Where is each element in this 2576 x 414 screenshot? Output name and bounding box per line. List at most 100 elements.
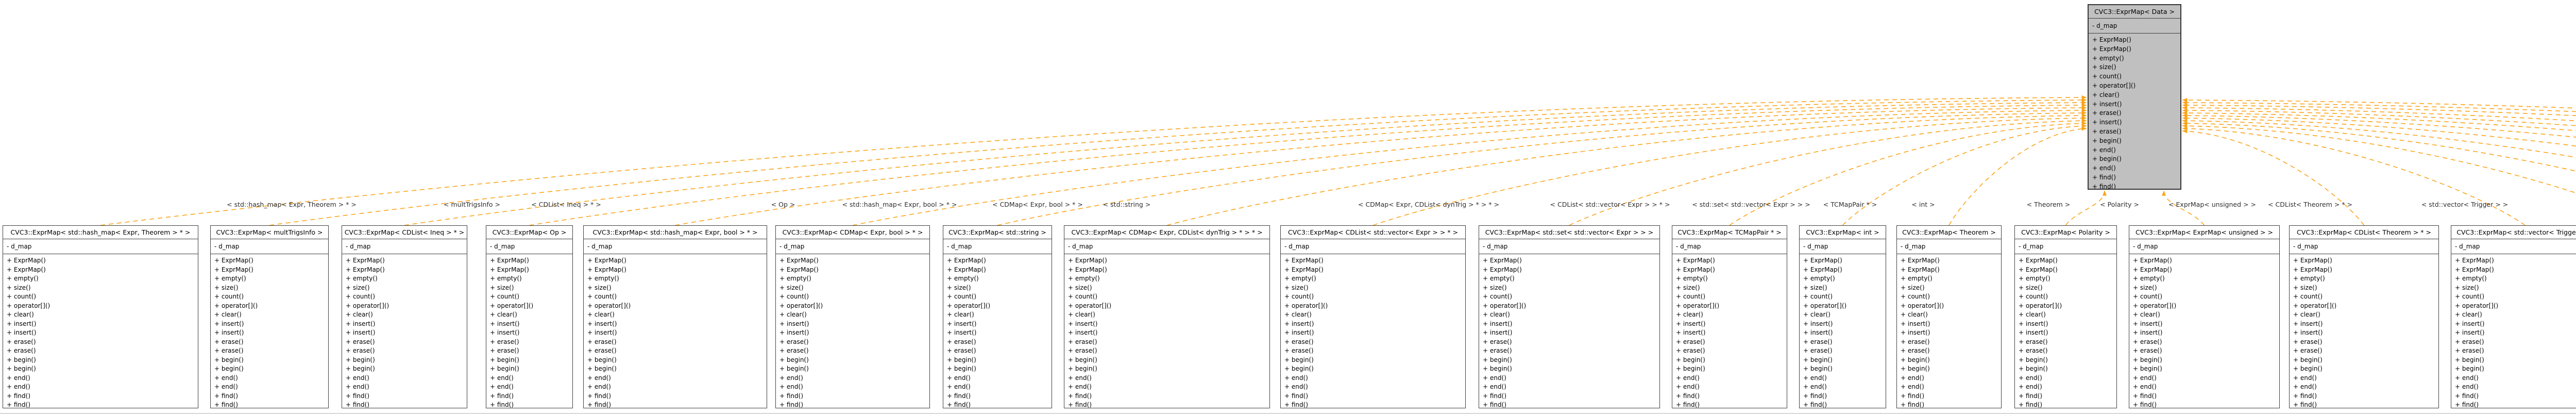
class-attribute: - d_map: [2451, 239, 2576, 254]
central-class-node: CVC3::ExprMap< Data > - d_map + ExprMap(…: [2088, 4, 2181, 190]
method-row: + operator[](): [214, 302, 258, 309]
method-row: + insert(): [2092, 119, 2122, 126]
method-row: + ExprMap(): [2293, 257, 2332, 264]
method-row: + end(): [490, 374, 514, 382]
method-row: + ExprMap(): [587, 266, 626, 273]
method-row: + erase(): [2092, 127, 2122, 135]
edge-template-args-label: < CDMap< Expr, bool > * >: [992, 201, 1083, 208]
class-node[interactable]: CVC3::ExprMap< multTrigsInfo > - d_map +…: [210, 225, 329, 408]
class-title: CVC3::ExprMap< CDMap< Expr, bool > * >: [776, 226, 929, 239]
method-row: + ExprMap(): [346, 266, 385, 273]
method-row: + insert(): [2019, 329, 2048, 336]
method-row: + begin(): [1483, 356, 1512, 363]
method-row: + begin(): [7, 365, 36, 372]
method-row: + ExprMap(): [1284, 257, 1324, 264]
method-row: + empty(): [490, 275, 522, 282]
method-row: + insert(): [7, 320, 37, 327]
class-method-list: + ExprMap()+ ExprMap()+ empty()+ size()+…: [2451, 254, 2576, 408]
class-node[interactable]: CVC3::ExprMap< std::hash_map< Expr, bool…: [583, 225, 767, 408]
class-method-list: + ExprMap()+ ExprMap()+ empty()+ size()+…: [1281, 254, 1465, 408]
method-row: + insert(): [1803, 320, 1833, 327]
method-row: + insert(): [1068, 329, 1098, 336]
method-row: + ExprMap(): [490, 257, 529, 264]
method-row: + ExprMap(): [947, 257, 986, 264]
class-node[interactable]: CVC3::ExprMap< std::set< std::vector< Ex…: [1479, 225, 1660, 408]
method-row: + ExprMap(): [1901, 266, 1940, 273]
class-node[interactable]: CVC3::ExprMap< TCMapPair * > - d_map + E…: [1672, 225, 1787, 408]
method-row: + operator[](): [1284, 302, 1328, 309]
class-node[interactable]: CVC3::ExprMap< Polarity > - d_map + Expr…: [2014, 225, 2117, 408]
method-row: + find(): [1284, 401, 1309, 408]
method-row: + ExprMap(): [779, 257, 819, 264]
class-node[interactable]: CVC3::ExprMap< std::string > - d_map + E…: [943, 225, 1052, 408]
method-row: + insert(): [2019, 320, 2048, 327]
method-row: + erase(): [1803, 347, 1833, 354]
class-node[interactable]: CVC3::ExprMap< std::vector< Trigger > > …: [2451, 225, 2576, 408]
class-node[interactable]: CVC3::ExprMap< CDMap< Expr, CDList< dynT…: [1064, 225, 1270, 408]
method-row: + begin(): [947, 365, 976, 372]
method-row: + erase(): [490, 338, 519, 345]
class-node[interactable]: CVC3::ExprMap< CDMap< Expr, bool > * > -…: [775, 225, 930, 408]
method-row: + begin(): [587, 356, 617, 363]
method-row: + find(): [2455, 392, 2479, 400]
method-row: + end(): [346, 374, 369, 382]
method-row: + begin(): [2455, 365, 2484, 372]
class-node[interactable]: CVC3::ExprMap< ExprMap< unsigned > > - d…: [2129, 225, 2280, 408]
method-row: + end(): [1483, 383, 1506, 390]
method-row: + find(): [1483, 401, 1507, 408]
template-instantiation-edge: [404, 101, 2087, 226]
class-node[interactable]: CVC3::ExprMap< CDList< std::vector< Expr…: [1280, 225, 1466, 408]
method-row: + end(): [2133, 374, 2157, 382]
template-instantiation-edge: [269, 98, 2087, 226]
method-row: + operator[](): [1676, 302, 1720, 309]
method-row: + size(): [1483, 284, 1507, 291]
method-row: + insert(): [1483, 320, 1513, 327]
class-node[interactable]: CVC3::ExprMap< CDList< Theorem > * > - d…: [2289, 225, 2439, 408]
class-node[interactable]: CVC3::ExprMap< CDList< Ineq > * > - d_ma…: [342, 225, 467, 408]
method-row: + insert(): [2293, 329, 2323, 336]
method-row: + operator[](): [2293, 302, 2337, 309]
class-node[interactable]: CVC3::ExprMap< Op > - d_map + ExprMap()+…: [486, 225, 573, 408]
method-row: + operator[](): [779, 302, 823, 309]
template-instantiation-edge: [2182, 119, 2576, 158]
method-row: + erase(): [1901, 338, 1930, 345]
template-instantiation-edge: [2065, 190, 2107, 226]
method-row: + empty(): [214, 275, 246, 282]
method-row: + empty(): [2293, 275, 2325, 282]
class-node[interactable]: CVC3::ExprMap< int > - d_map + ExprMap()…: [1799, 225, 1886, 408]
method-row: + clear(): [1676, 311, 1703, 318]
method-row: + count(): [587, 293, 617, 300]
class-title: CVC3::ExprMap< Theorem >: [1897, 226, 2001, 239]
method-row: + clear(): [2019, 311, 2046, 318]
method-row: + erase(): [1483, 338, 1512, 345]
class-node[interactable]: CVC3::ExprMap< Theorem > - d_map + ExprM…: [1896, 225, 2002, 408]
method-row: + insert(): [2092, 100, 2122, 108]
method-row: + empty(): [1676, 275, 1708, 282]
method-row: + erase(): [587, 347, 617, 354]
method-row: + ExprMap(): [1803, 257, 1842, 264]
method-row: + ExprMap(): [346, 257, 385, 264]
class-title: CVC3::ExprMap< Polarity >: [2015, 226, 2116, 239]
method-row: + find(): [947, 401, 971, 408]
method-row: + operator[](): [947, 302, 991, 309]
class-method-list: + ExprMap()+ ExprMap()+ empty()+ size()+…: [584, 254, 767, 408]
edge-template-args-label: < Theorem >: [2026, 201, 2071, 208]
method-row: + count(): [2293, 293, 2323, 300]
method-row: + end(): [587, 383, 611, 390]
template-instantiation-edge: [1729, 121, 2087, 226]
method-row: + erase(): [947, 338, 976, 345]
method-row: + count(): [947, 293, 977, 300]
method-row: + begin(): [490, 365, 519, 372]
method-row: + begin(): [214, 356, 244, 363]
method-row: + begin(): [346, 356, 375, 363]
method-row: + size(): [1901, 284, 1925, 291]
method-row: + ExprMap(): [947, 266, 986, 273]
method-row: + end(): [779, 383, 803, 390]
method-row: + end(): [2092, 146, 2116, 154]
edge-template-args-label: < CDMap< Expr, CDList< dynTrig > * > * >: [1358, 201, 1499, 208]
class-node[interactable]: CVC3::ExprMap< std::hash_map< Expr, Theo…: [3, 225, 198, 408]
method-row: + ExprMap(): [2019, 257, 2058, 264]
method-row: + begin(): [587, 365, 617, 372]
method-row: + empty(): [2019, 275, 2050, 282]
class-attribute: - d_map: [1800, 239, 1886, 254]
